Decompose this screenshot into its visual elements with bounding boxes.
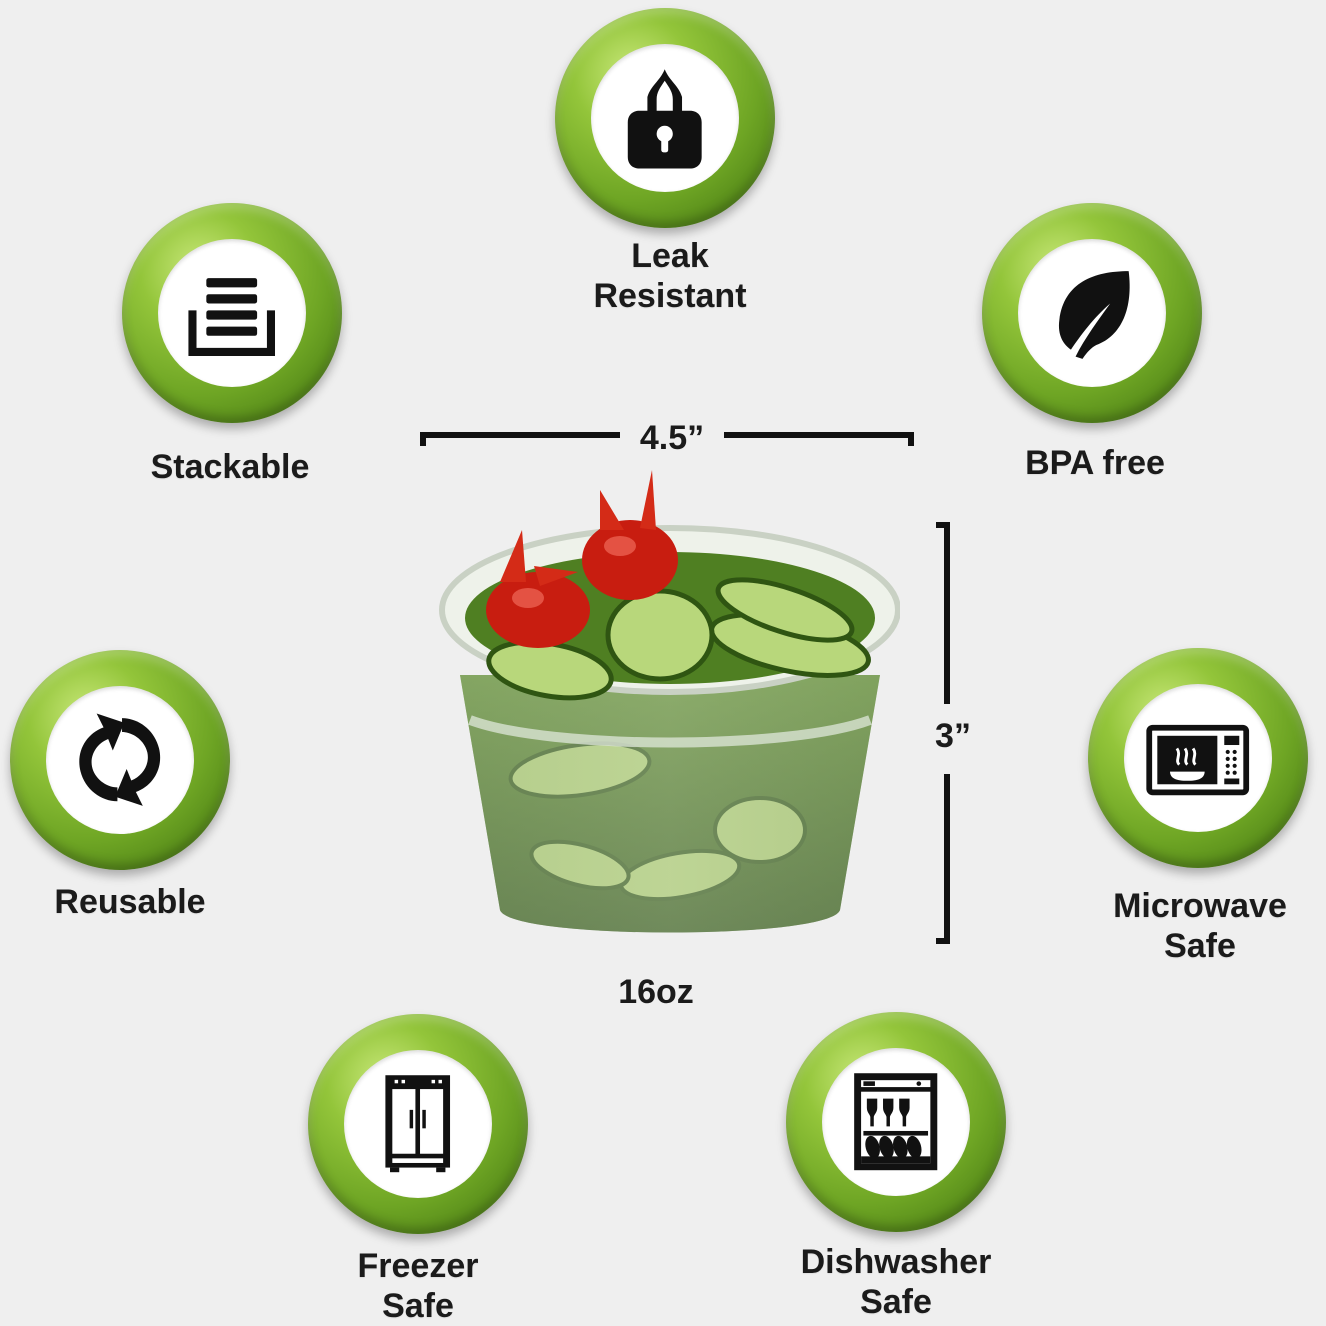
height-dimension-label: 3” [935,717,971,755]
leak-resistant-label: Leak Resistant [560,236,780,316]
freezer-label-line1: Freezer [357,1247,479,1285]
microwave-icon [1124,684,1272,832]
freezer-safe-badge [308,1014,528,1234]
microwave-safe-badge [1088,648,1308,868]
recycle-arrows-icon [46,686,194,834]
microwave-label-line2: Safe [1164,927,1236,965]
microwave-label-line1: Microwave [1113,887,1287,925]
leak-resistant-badge [555,8,775,228]
leaf-icon [1018,239,1166,387]
bpa-free-label: BPA free [1025,444,1165,482]
microwave-safe-label: Microwave Safe [1080,886,1320,966]
height-label-gap [924,704,984,774]
bpa-free-badge [982,203,1202,423]
dishwasher-icon [822,1048,970,1196]
dishwasher-label-line2: Safe [860,1283,932,1321]
dishwasher-safe-badge [786,1012,1006,1232]
stack-icon [158,239,306,387]
lock-icon [591,44,739,192]
width-dimension-label: 4.5” [639,419,705,457]
container-with-cucumbers-illustration [439,470,901,933]
leak-label-line2: Resistant [593,277,747,315]
dishwasher-safe-label: Dishwasher Safe [776,1242,1016,1322]
width-label-gap [620,420,724,460]
freezer-safe-label: Freezer Safe [298,1246,538,1326]
stackable-badge [122,203,342,423]
size-label: 16oz [618,973,694,1011]
freezer-icon [344,1050,492,1198]
leak-label-line1: Leak [631,237,709,275]
reusable-label: Reusable [54,883,206,921]
deli-container-image [430,470,901,970]
dishwasher-label-line1: Dishwasher [800,1243,992,1281]
stackable-label: Stackable [150,448,310,486]
freezer-label-line2: Safe [382,1287,454,1325]
reusable-badge [10,650,230,870]
